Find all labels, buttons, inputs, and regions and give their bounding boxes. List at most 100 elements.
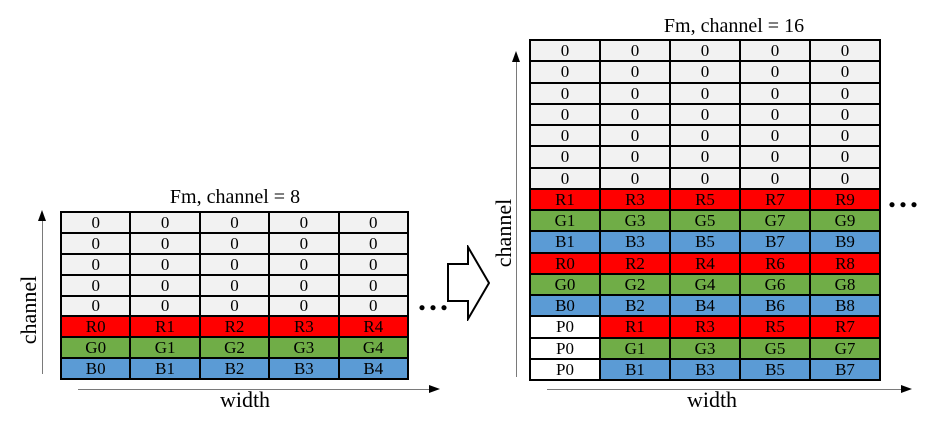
grid-cell: 0 (531, 126, 599, 146)
grid-cell: 0 (671, 41, 739, 61)
grid-cell: 0 (601, 147, 669, 167)
grid-cell: 0 (339, 233, 407, 253)
grid-cell: G0 (62, 338, 130, 358)
grid-cell: 0 (741, 126, 809, 146)
grid-cell: 0 (339, 254, 407, 274)
grid-cell: 0 (811, 83, 879, 103)
grid-cell: 0 (601, 41, 669, 61)
grid-cell: 0 (131, 275, 199, 295)
grid-cell: B0 (62, 359, 130, 378)
fm16-y-axis-arrowhead-icon (512, 51, 520, 62)
grid-cell: 0 (741, 41, 809, 61)
grid-cell: G0 (531, 274, 599, 294)
grid-cell: 0 (62, 275, 130, 295)
grid-cell: G1 (601, 338, 669, 358)
grid-cell: 0 (131, 254, 199, 274)
grid-cell: 0 (339, 275, 407, 295)
grid-cell: 0 (531, 41, 599, 61)
grid-cell: G3 (601, 211, 669, 231)
grid-cell: G6 (741, 274, 809, 294)
grid-cell: 0 (811, 104, 879, 124)
grid-cell: G8 (811, 274, 879, 294)
fm16-width-axis-label: width (686, 387, 738, 412)
grid-cell: 0 (601, 168, 669, 188)
grid-cell: B0 (531, 296, 599, 316)
grid-cell: B2 (200, 359, 269, 378)
grid-cell: B6 (741, 296, 809, 316)
grid-cell: G5 (741, 338, 809, 358)
grid-cell: 0 (671, 104, 739, 124)
grid-cell: 0 (270, 254, 338, 274)
grid-cell: G5 (671, 211, 739, 231)
grid-cell: R5 (741, 317, 809, 337)
grid-cell: 0 (270, 296, 338, 316)
grid-cell: B8 (811, 296, 879, 316)
grid-cell: 0 (131, 213, 199, 232)
grid-cell: B3 (671, 359, 739, 379)
grid-cell: 0 (601, 83, 669, 103)
grid-cell: B1 (531, 232, 599, 252)
grid-cell: G9 (811, 211, 879, 231)
grid-cell: B7 (811, 359, 879, 379)
grid-cell: R3 (671, 317, 739, 337)
grid-cell: 0 (601, 104, 669, 124)
grid-cell: R7 (741, 189, 809, 209)
fm16-title: Fm, channel = 16 (663, 15, 805, 37)
grid-cell: P0 (531, 338, 599, 358)
grid-cell: G7 (741, 211, 809, 231)
fm16-ellipsis: ... (888, 178, 921, 214)
grid-cell: 0 (131, 233, 199, 253)
grid-cell: 0 (62, 296, 130, 316)
grid-cell: 0 (339, 213, 407, 232)
grid-cell: 0 (200, 213, 269, 232)
grid-cell: G4 (671, 274, 739, 294)
fm8-y-axis-line (42, 221, 44, 374)
grid-cell: B5 (741, 359, 809, 379)
grid-cell: P0 (531, 359, 599, 379)
grid-cell: G7 (811, 338, 879, 358)
grid-cell: R1 (531, 189, 599, 209)
grid-cell: 0 (270, 275, 338, 295)
grid-cell: 0 (531, 147, 599, 167)
grid-cell: R6 (741, 253, 809, 273)
grid-cell: 0 (531, 104, 599, 124)
grid-cell: 0 (62, 213, 130, 232)
grid-cell: B7 (741, 232, 809, 252)
grid-cell: P0 (531, 317, 599, 337)
fm8-x-axis-arrowhead-icon (429, 384, 440, 393)
grid-cell: G2 (200, 338, 269, 358)
grid-cell: R9 (811, 189, 879, 209)
grid-cell: 0 (601, 62, 669, 82)
fm8-title: Fm, channel = 8 (169, 186, 301, 208)
grid-cell: 0 (62, 254, 130, 274)
grid-cell: 0 (200, 254, 269, 274)
grid-cell: 0 (62, 233, 130, 253)
grid-cell: 0 (131, 296, 199, 316)
grid-cell: R0 (62, 317, 130, 337)
grid-cell: G3 (270, 338, 338, 358)
fm16-y-axis-line (516, 62, 518, 377)
grid-cell: G4 (339, 338, 407, 358)
grid-cell: B3 (270, 359, 338, 378)
grid-cell: B3 (601, 232, 669, 252)
grid-cell: R3 (601, 189, 669, 209)
grid-cell: R2 (601, 253, 669, 273)
grid-cell: 0 (339, 296, 407, 316)
grid-cell: R1 (601, 317, 669, 337)
grid-cell: 0 (200, 233, 269, 253)
grid-cell: B2 (601, 296, 669, 316)
grid-cell: R1 (131, 317, 199, 337)
fm16-x-axis-line (547, 388, 903, 390)
grid-cell: G3 (671, 338, 739, 358)
grid-cell: 0 (270, 233, 338, 253)
grid-cell: 0 (531, 62, 599, 82)
grid-cell: R0 (531, 253, 599, 273)
grid-cell: 0 (811, 168, 879, 188)
grid-cell: B4 (339, 359, 407, 378)
grid-cell: 0 (671, 62, 739, 82)
grid-cell: B1 (601, 359, 669, 379)
grid-cell: 0 (671, 168, 739, 188)
grid-cell: R4 (671, 253, 739, 273)
